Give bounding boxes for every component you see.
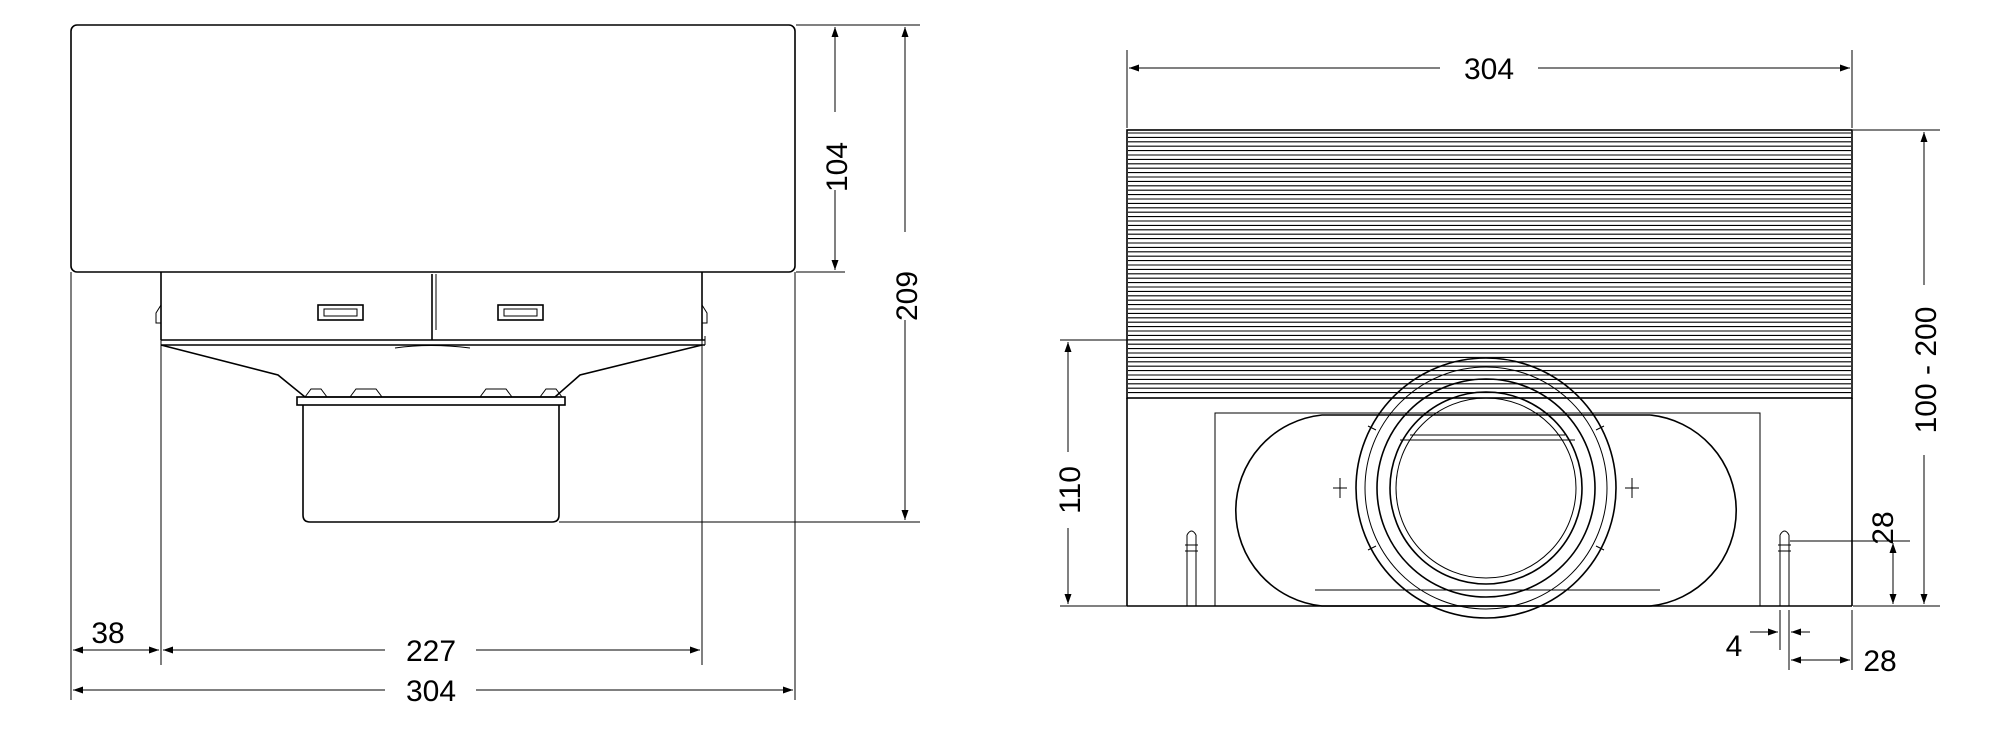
dim-209-label: 209: [891, 271, 924, 321]
front-mounting-plate: [161, 336, 706, 349]
dim-100-200-label: 100 - 200: [1910, 307, 1943, 434]
front-funnel: [160, 344, 703, 398]
side-outlet-ring: [1333, 357, 1639, 619]
dim-227: 227: [163, 635, 700, 668]
front-housing: [155, 272, 708, 340]
dim-4-label: 4: [1726, 630, 1743, 663]
side-anchor-left: [1185, 530, 1198, 606]
front-bucket-rim: [296, 388, 566, 406]
dim-110: 110: [1054, 342, 1087, 604]
side-anchor-right: [1778, 530, 1791, 606]
dim-100-200: 100 - 200: [1910, 132, 1943, 604]
dim-28-vertical-label: 28: [1867, 511, 1900, 544]
dim-28-horizontal: 28: [1791, 645, 1897, 678]
side-pipe-capsule: [1235, 414, 1737, 607]
front-latch-right: [497, 304, 544, 321]
dim-104-label: 104: [821, 142, 854, 192]
side-ribbed-grille: [1126, 129, 1853, 399]
dim-4: 4: [1726, 628, 1810, 663]
front-view: 104 209 38 227 304: [70, 24, 924, 708]
dim-104: 104: [821, 27, 854, 270]
dim-38: 38: [73, 617, 159, 654]
front-grille-body: [70, 24, 796, 273]
side-view: 304 100 - 200 110 28 4 28: [1054, 50, 1943, 678]
dim-110-label: 110: [1054, 466, 1087, 514]
dim-227-label: 227: [406, 635, 456, 668]
dim-28-vertical: 28: [1867, 511, 1900, 604]
dim-209: 209: [891, 27, 924, 520]
dim-304-front-label: 304: [406, 675, 456, 708]
front-bucket: [302, 405, 560, 523]
dim-304-front: 304: [73, 675, 793, 708]
dim-304-side-label: 304: [1464, 53, 1514, 86]
front-latch-left: [317, 304, 364, 321]
dim-304-side: 304: [1129, 53, 1850, 86]
dim-38-label: 38: [91, 617, 124, 650]
dim-28-horizontal-label: 28: [1863, 645, 1896, 678]
